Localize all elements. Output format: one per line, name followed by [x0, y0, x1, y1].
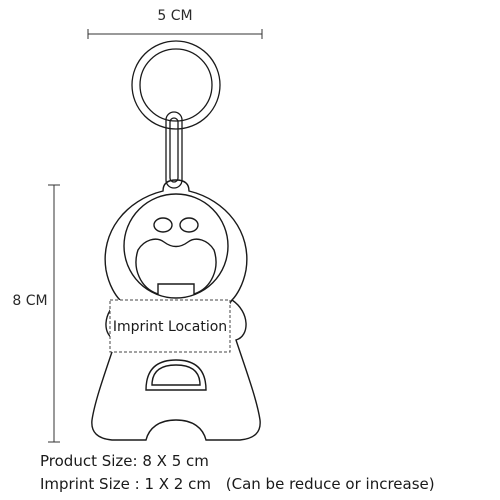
- imprint-size-note: (Can be reduce or increase): [225, 475, 435, 493]
- product-size-line: Product Size: 8 X 5 cm: [40, 451, 209, 471]
- imprint-size-value: 1 X 2 cm: [144, 475, 211, 493]
- bottom-semicircle-inner: [151, 364, 201, 386]
- imprint-size-label: Imprint Size :: [40, 475, 140, 493]
- chain-link-outer: [165, 111, 183, 189]
- key-ring-outer: [131, 40, 221, 130]
- height-dimension: 8 CM: [12, 184, 60, 443]
- key-ring: [131, 40, 221, 130]
- imprint-location-box: Imprint Location: [109, 299, 231, 353]
- width-dimension: 5 CM: [87, 8, 263, 39]
- product-size-label: Product Size:: [40, 452, 138, 470]
- right-eye: [179, 217, 199, 233]
- height-dimension-label: 8 CM: [12, 293, 47, 309]
- chain-link-inner: [169, 117, 179, 183]
- bottom-semicircle: [145, 359, 207, 391]
- product-size-value: 8 X 5 cm: [142, 452, 209, 470]
- width-dimension-label: 5 CM: [157, 8, 192, 24]
- left-eye: [153, 217, 173, 233]
- imprint-size-line: Imprint Size : 1 X 2 cm (Can be reduce o…: [40, 474, 435, 494]
- imprint-location-label: Imprint Location: [113, 319, 227, 335]
- bottle-opener-cutout: [135, 238, 217, 295]
- chain-link: [165, 111, 183, 189]
- key-ring-inner: [139, 48, 213, 122]
- head-inner-ring: [123, 193, 229, 299]
- imprint-dashed-border: [109, 299, 231, 353]
